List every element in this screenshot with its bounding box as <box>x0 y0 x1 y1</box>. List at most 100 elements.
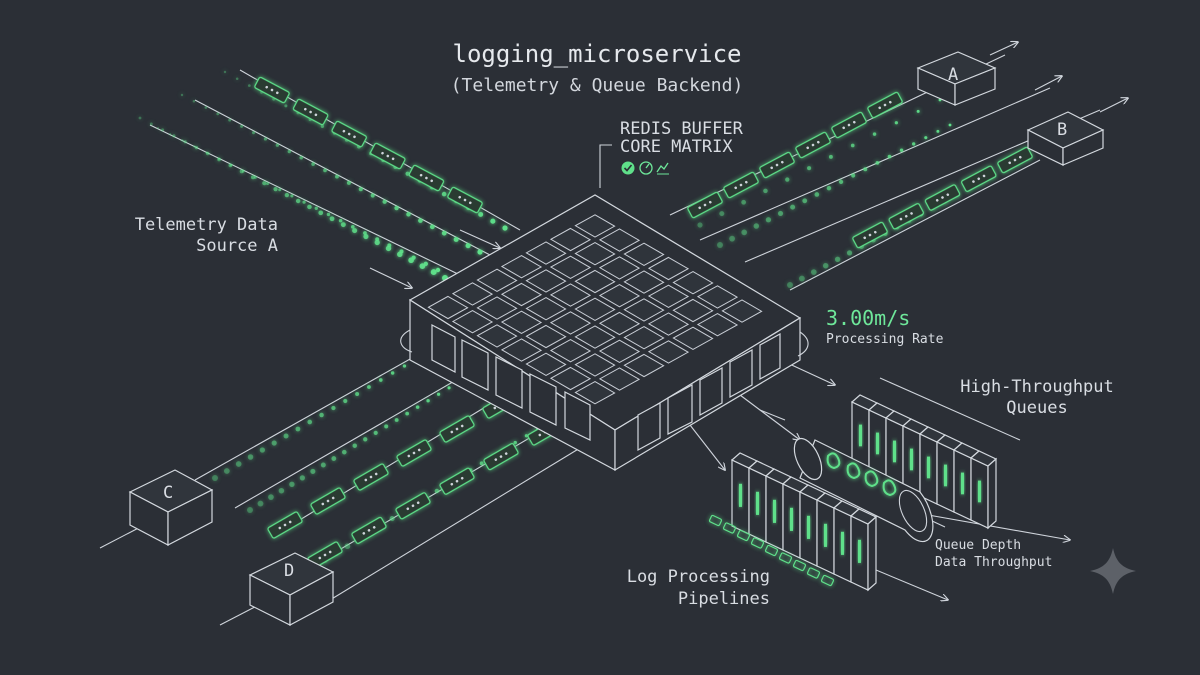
stream-dot <box>729 235 736 242</box>
stream-dot <box>378 378 383 382</box>
stream-dot <box>899 148 904 152</box>
core-grid-cell <box>476 324 518 348</box>
node-d-box: D <box>248 552 335 627</box>
stack-slab <box>747 460 776 543</box>
stream-dot <box>753 223 760 229</box>
core-grid-cell <box>574 242 616 266</box>
data-packet <box>759 151 795 179</box>
stream-dot <box>465 243 471 249</box>
stream-dot <box>295 426 301 432</box>
stream-dot <box>790 204 796 210</box>
stream-dot <box>411 255 416 260</box>
data-packet <box>292 98 329 126</box>
stream-dot <box>181 139 184 142</box>
stream-dot <box>382 199 387 204</box>
stream-dot <box>223 70 227 74</box>
stream-dot <box>307 419 313 425</box>
data-packet <box>395 492 431 520</box>
stream-dot <box>326 212 331 217</box>
stream-dot <box>287 149 291 154</box>
stream-dot <box>352 228 358 234</box>
core-grid-cell <box>672 326 714 350</box>
stream-dot <box>373 430 378 435</box>
stream-dot <box>406 212 411 217</box>
core-grid-cell <box>574 297 616 321</box>
stream-dot <box>798 275 805 282</box>
stream-dot <box>320 462 326 468</box>
stream-dot <box>887 154 892 159</box>
core-grid-cell <box>549 283 592 307</box>
stream-dot <box>263 137 268 141</box>
stream-dot <box>266 182 270 186</box>
stream-dot <box>278 188 282 192</box>
stream-dot <box>278 487 285 494</box>
stream-dot <box>846 250 853 256</box>
node-a-box: A <box>916 51 997 106</box>
stream-dot <box>912 142 916 146</box>
processing-rate-label: Processing Rate <box>826 332 944 347</box>
stream-dot <box>247 507 253 513</box>
core-grid-cell <box>623 242 665 266</box>
stack-slab <box>884 410 913 489</box>
stack-slab <box>781 476 810 559</box>
stack-slab <box>730 452 759 535</box>
stream-dot <box>838 179 844 184</box>
core-grid-cell <box>623 298 665 322</box>
stream-dot <box>502 225 508 231</box>
data-packet <box>723 171 759 199</box>
stream-dot <box>429 224 435 230</box>
stream-dot <box>435 267 441 273</box>
data-packet <box>439 415 475 443</box>
stream-dot <box>513 440 517 445</box>
stream-dot <box>183 140 187 144</box>
core-grid-cell <box>525 297 567 321</box>
stream-dot <box>479 461 484 466</box>
data-packet <box>483 443 519 471</box>
stream-dot <box>216 112 220 116</box>
core-grid-cell <box>451 310 494 334</box>
data-packet <box>795 131 831 159</box>
stream-dot <box>741 229 748 236</box>
stream-dot <box>259 447 266 453</box>
stream-dot <box>384 424 389 429</box>
data-packet <box>351 516 387 544</box>
core-grid-cell <box>672 298 714 323</box>
stream-dot <box>419 263 426 270</box>
pipeline-chip <box>820 574 835 587</box>
node-b-label: B <box>1057 120 1067 140</box>
stream-dot <box>363 231 367 235</box>
stream-dot <box>228 118 232 122</box>
stream-dot <box>318 210 324 216</box>
pipeline-chip <box>736 529 751 542</box>
stream-dot <box>363 437 368 442</box>
stream-dot <box>343 398 348 404</box>
stream-dot <box>257 500 264 507</box>
stream-dot <box>314 206 318 210</box>
core-grid-cell <box>574 325 616 349</box>
core-grid-cell <box>598 311 641 336</box>
data-packet <box>310 487 346 515</box>
core-grid-cell <box>623 353 665 378</box>
core-ports-left <box>431 324 591 441</box>
node-d-label: D <box>284 561 294 581</box>
stream-dot <box>273 187 278 192</box>
core-grid-cell <box>623 270 665 294</box>
stream-dot <box>524 434 529 438</box>
node-c-box: C <box>128 469 214 546</box>
stream-dot <box>399 249 404 254</box>
data-packet <box>924 184 961 211</box>
core-grid-cell <box>574 381 616 405</box>
pipelines-label-line2: Pipelines <box>678 589 770 609</box>
stream-dot <box>310 468 316 474</box>
stream-dot <box>375 237 380 242</box>
stream-dot <box>172 134 176 138</box>
stream-dot <box>212 475 218 481</box>
core-grid-cell <box>721 299 763 323</box>
stream-dot <box>389 516 395 522</box>
stream-dot <box>323 168 327 173</box>
node-a-label: A <box>948 65 958 85</box>
core-grid-cell <box>672 271 714 295</box>
stream-dot <box>319 412 324 418</box>
stream-dot <box>290 194 294 198</box>
stream-dot <box>436 392 441 396</box>
